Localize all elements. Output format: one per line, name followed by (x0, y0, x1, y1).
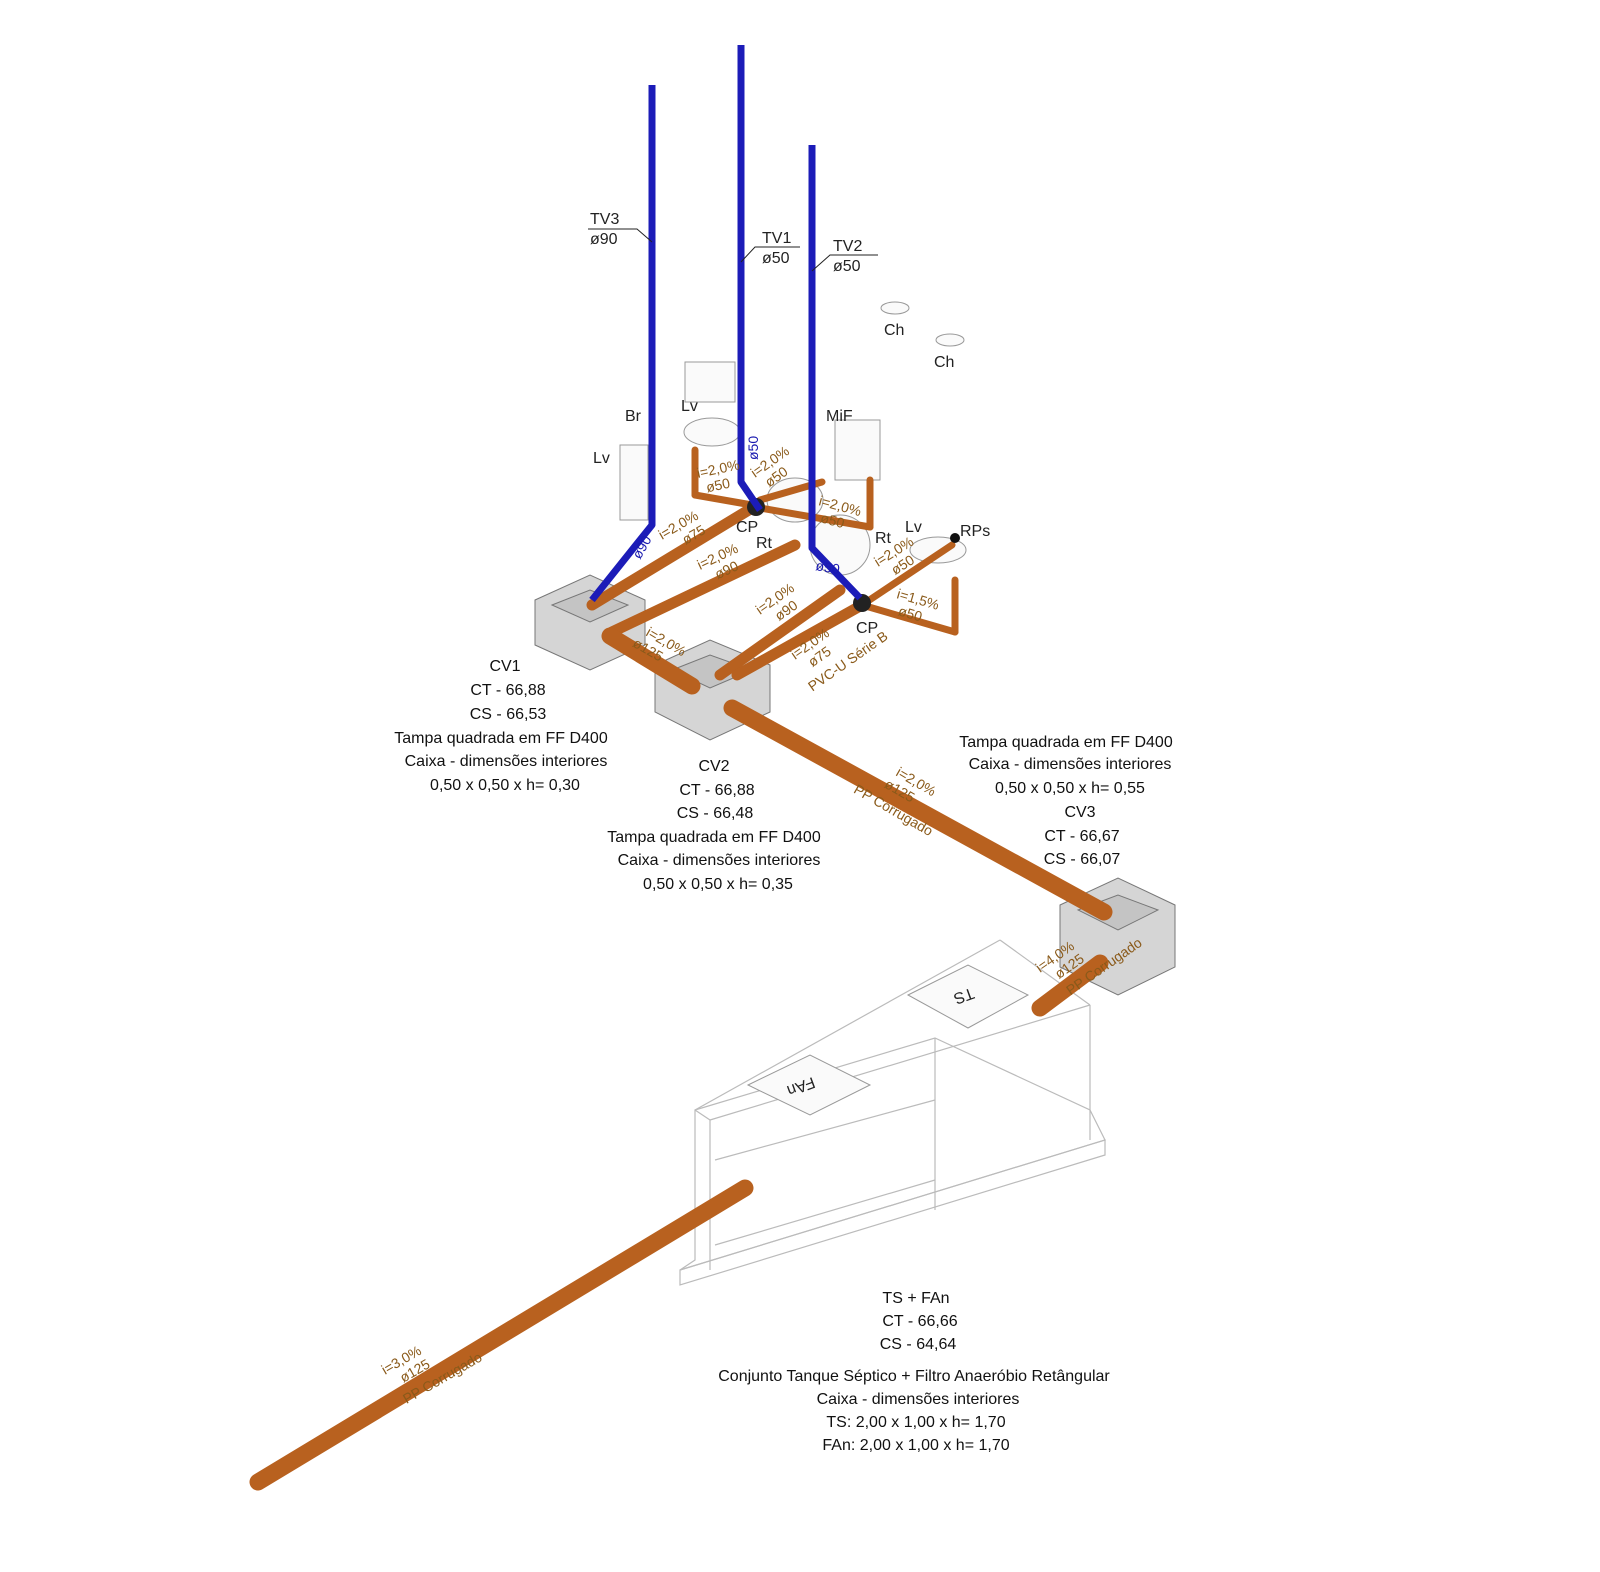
vent-label-tv2: TV2 (833, 238, 862, 255)
note-line: CT - 66,88 (679, 782, 754, 799)
note-line: CT - 66,67 (1044, 828, 1119, 845)
vent-tv2 (808, 145, 863, 601)
label-cp1: CP (736, 519, 758, 536)
diameter-text: ø50 (897, 603, 925, 625)
pipe-label: i=2,0%ø50 (695, 456, 741, 496)
note-cv2: CV2 CT - 66,88 CS - 66,48 Tampa quadrada… (607, 758, 821, 893)
vent-label-tv1: TV1 (762, 230, 791, 247)
tank-mark-ts: TS (951, 984, 976, 1007)
note-line: Tampa quadrada em FF D400 (959, 734, 1173, 751)
label-mif: MiF (826, 408, 853, 425)
label-rps: RPs (960, 523, 990, 540)
label-lv2: Lv (681, 398, 698, 415)
vent-label-tv3: TV3 (590, 211, 619, 228)
diameter-text: ø50 (819, 509, 847, 531)
note-line: 0,50 x 0,50 x h= 0,55 (995, 780, 1145, 797)
floor-drain-rps (950, 533, 960, 543)
note-line: CV2 (698, 758, 729, 775)
label-lv3: Lv (905, 519, 922, 536)
pipe-label: i=1,5%ø50 (895, 586, 941, 625)
note-line: CT - 66,88 (470, 682, 545, 699)
note-line: CV3 (1064, 804, 1095, 821)
note-line: Conjunto Tanque Séptico + Filtro Anaerób… (718, 1368, 1110, 1385)
note-line: CS - 66,48 (677, 805, 754, 822)
label-cp2: CP (856, 620, 878, 637)
vent-dia-label: ø50 (745, 436, 761, 460)
note-line: 0,50 x 0,50 x h= 0,30 (430, 777, 580, 794)
note-cv3: Tampa quadrada em FF D400 Caixa - dimens… (959, 734, 1173, 868)
label-rt2: Rt (875, 530, 892, 547)
label-rt1: Rt (756, 535, 773, 552)
note-tank: TS + FAn CT - 66,66 CS - 64,64 Conjunto … (718, 1290, 1110, 1454)
label-br: Br (625, 408, 642, 425)
vent-dia-tv1: ø50 (762, 250, 790, 267)
note-line: Caixa - dimensões interiores (405, 753, 608, 770)
shower-ch1 (880, 301, 910, 315)
note-cv1: CV1 CT - 66,88 CS - 66,53 Tampa quadrada… (394, 658, 608, 794)
pipe-label: i=2,0%ø50 (817, 492, 863, 531)
shower-ch2 (935, 333, 965, 347)
note-line: 0,50 x 0,50 x h= 0,35 (643, 876, 793, 893)
label-ch1: Ch (884, 322, 904, 339)
mirror (684, 361, 736, 403)
vent-tv1 (737, 45, 763, 512)
cistern-mif (834, 419, 881, 481)
vent-dia-label: ø90 (629, 532, 655, 561)
note-line: TS + FAn (882, 1290, 949, 1307)
washbasin-lv2 (683, 417, 741, 447)
note-line: CS - 66,07 (1044, 851, 1121, 868)
note-line: Tampa quadrada em FF D400 (607, 829, 821, 846)
vent-tv3 (589, 85, 656, 603)
pipes (249, 446, 1113, 1491)
note-line: TS: 2,00 x 1,00 x h= 1,70 (826, 1414, 1005, 1431)
diameter-text: ø50 (704, 475, 731, 496)
tank-lid-fan (746, 1054, 872, 1116)
note-line: CV1 (489, 658, 520, 675)
note-line: Caixa - dimensões interiores (618, 852, 821, 869)
vent-dia-tv2: ø50 (833, 258, 861, 275)
septic-tank-filter: FAn TS (679, 939, 1106, 1286)
note-line: Caixa - dimensões interiores (817, 1391, 1020, 1408)
note-line: Caixa - dimensões interiores (969, 756, 1172, 773)
note-line: Tampa quadrada em FF D400 (394, 730, 608, 747)
note-line: CT - 66,66 (882, 1313, 957, 1330)
note-line: CS - 66,53 (470, 706, 547, 723)
vent-dia-tv3: ø90 (590, 231, 618, 248)
label-lv1: Lv (593, 450, 610, 467)
note-line: CS - 64,64 (880, 1336, 957, 1353)
vent-pipes (588, 45, 878, 603)
note-line: FAn: 2,00 x 1,00 x h= 1,70 (822, 1437, 1009, 1454)
pipe-label: i=2,0%ø90 (695, 540, 741, 582)
washbasin-lv1 (619, 444, 649, 521)
label-ch2: Ch (934, 354, 954, 371)
tank-lid-ts (906, 964, 1030, 1029)
vent-dia-label: ø50 (814, 557, 841, 577)
